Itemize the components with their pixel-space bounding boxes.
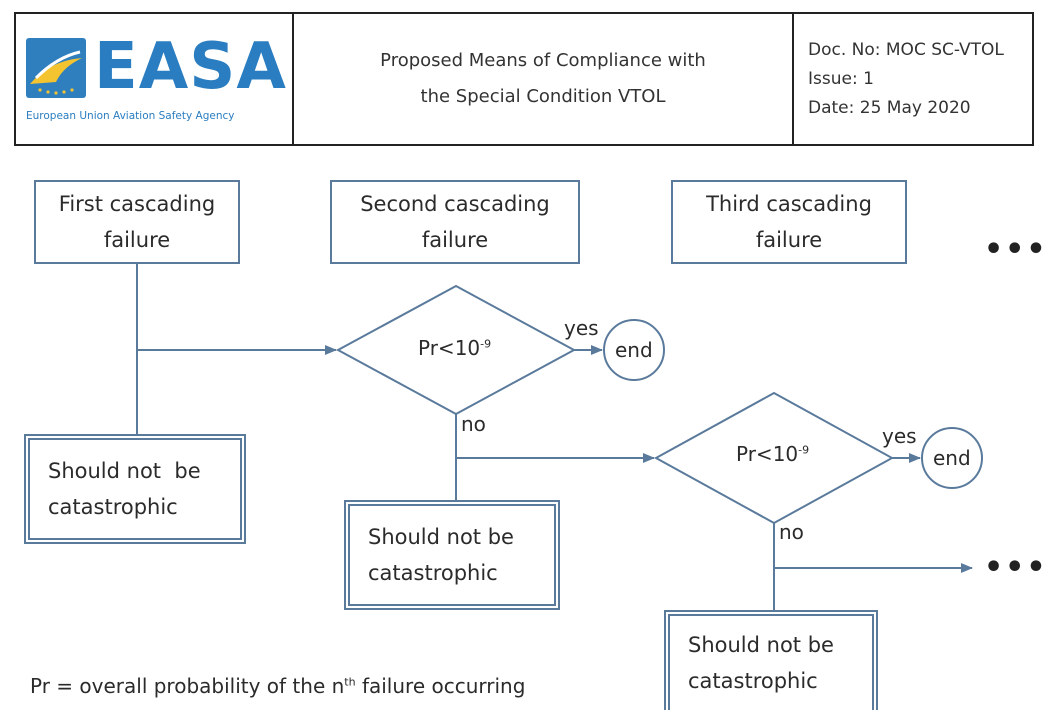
logo-wordmark: EASA bbox=[94, 30, 287, 104]
stage-label-line2: failure bbox=[755, 228, 823, 252]
outcome-line2: catastrophic bbox=[48, 495, 178, 519]
outcome-line1: Should not be bbox=[48, 459, 201, 483]
end-label-1: end bbox=[615, 338, 653, 362]
yes-label-1: yes bbox=[564, 316, 599, 340]
yes-label-2: yes bbox=[882, 424, 917, 448]
stage-label-line2: failure bbox=[103, 228, 171, 252]
document-header: EASA European Union Aviation Safety Agen… bbox=[14, 12, 1034, 146]
outcome-line2: catastrophic bbox=[368, 561, 498, 585]
doc-number: Doc. No: MOC SC-VTOL bbox=[808, 40, 1004, 60]
easa-logo-icon bbox=[26, 38, 86, 98]
issue-date: Date: 25 May 2020 bbox=[808, 98, 971, 118]
outcome-box-3: Should not be catastrophic bbox=[664, 610, 878, 710]
stage-label-line2: failure bbox=[421, 228, 489, 252]
no-label-1: no bbox=[461, 412, 486, 436]
document-title: Proposed Means of Compliance with the Sp… bbox=[294, 14, 794, 144]
outcome-line1: Should not be bbox=[368, 525, 514, 549]
outcome-box-1: Should not be catastrophic bbox=[24, 434, 246, 544]
continuation-dots-top: ••• bbox=[984, 232, 1048, 267]
title-line-1: Proposed Means of Compliance with bbox=[380, 50, 706, 71]
issue-number: Issue: 1 bbox=[808, 69, 874, 89]
outcome-line2: catastrophic bbox=[688, 669, 818, 693]
decision-label-2: Pr<10-9 bbox=[736, 442, 810, 466]
title-line-2: the Special Condition VTOL bbox=[420, 86, 666, 107]
outcome-line1: Should not be bbox=[688, 633, 834, 657]
logo-subtitle: European Union Aviation Safety Agency bbox=[26, 110, 235, 122]
end-terminal-1 bbox=[603, 319, 665, 381]
probability-footnote: Pr = overall probability of the nth fail… bbox=[30, 674, 526, 698]
stage-label-line1: First cascading bbox=[58, 192, 216, 216]
stage-box-first: First cascading failure bbox=[34, 180, 240, 264]
end-label-2: end bbox=[933, 446, 971, 470]
stage-label-line1: Third cascading bbox=[706, 192, 872, 216]
logo-cell: EASA European Union Aviation Safety Agen… bbox=[16, 14, 294, 144]
no-label-2: no bbox=[779, 520, 804, 544]
stage-box-second: Second cascading failure bbox=[330, 180, 580, 264]
continuation-dots-bottom: ••• bbox=[984, 550, 1048, 585]
stage-label-line1: Second cascading bbox=[360, 192, 550, 216]
outcome-box-2: Should not be catastrophic bbox=[344, 500, 560, 610]
decision-label-1: Pr<10-9 bbox=[418, 336, 492, 360]
end-terminal-2 bbox=[921, 427, 983, 489]
stage-box-third: Third cascading failure bbox=[671, 180, 907, 264]
document-meta: Doc. No: MOC SC-VTOL Issue: 1 Date: 25 M… bbox=[794, 14, 1032, 144]
